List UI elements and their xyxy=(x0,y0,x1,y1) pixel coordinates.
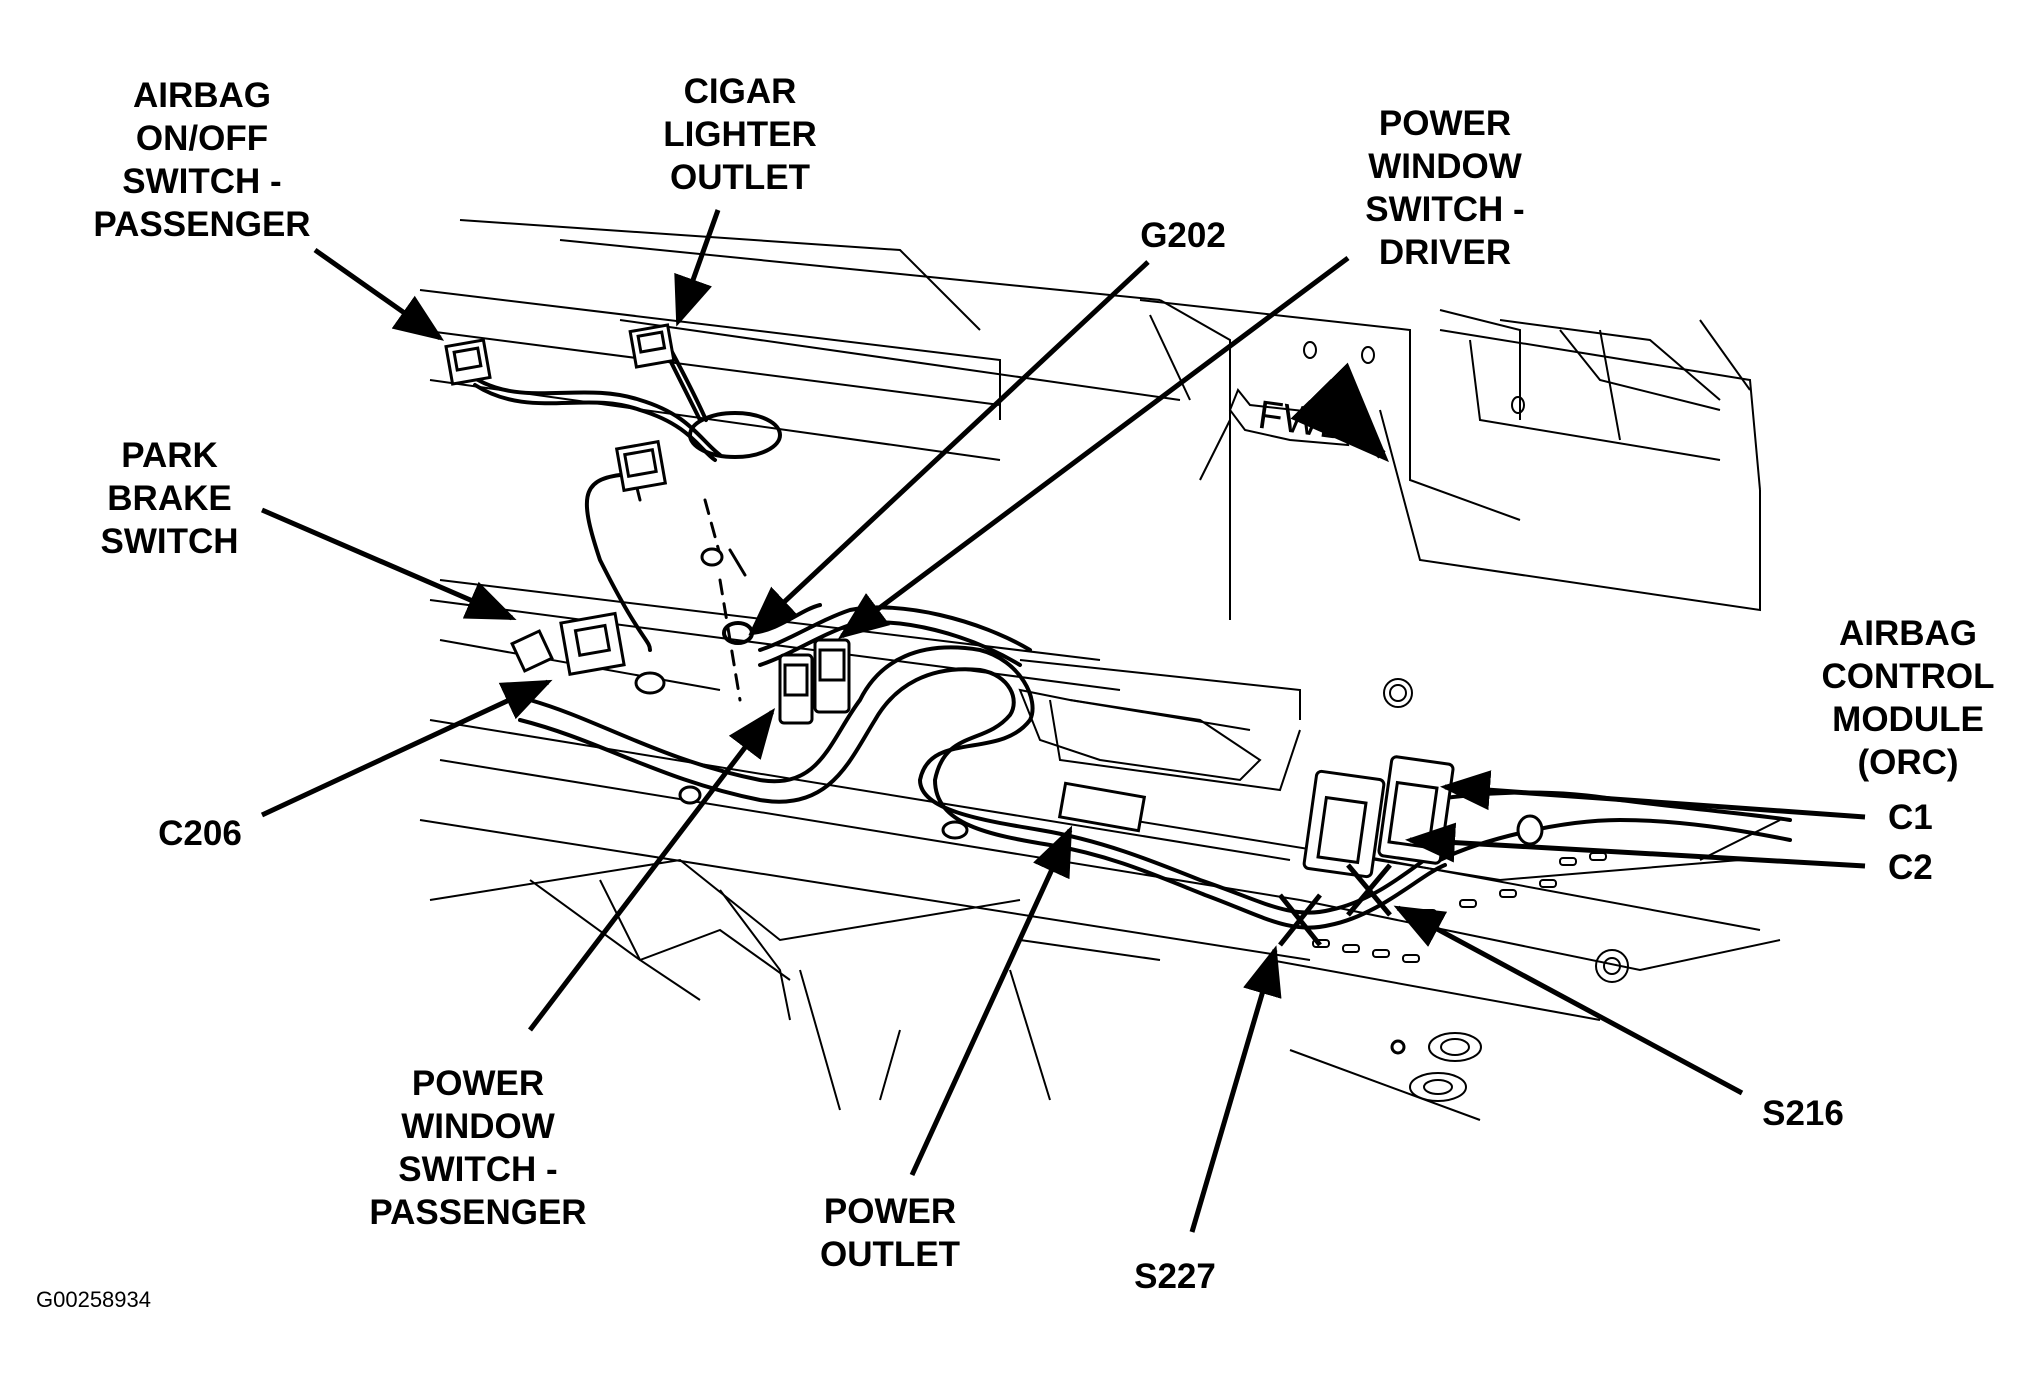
arrow-power-window-driver xyxy=(837,255,1350,639)
label-airbag-switch: AIRBAG ON/OFF SWITCH - PASSENGER xyxy=(93,76,311,244)
arrow-power-outlet xyxy=(909,825,1073,1177)
label-c1: C1 xyxy=(1888,798,1933,837)
arrow-airbag-switch xyxy=(313,247,445,341)
label-s216: S216 xyxy=(1762,1094,1844,1133)
wiring-harness xyxy=(468,348,1792,930)
arrow-c2 xyxy=(1405,822,1866,869)
label-c2: C2 xyxy=(1888,848,1933,887)
vehicle-floor-lineart xyxy=(419,219,1781,1121)
arrow-park-brake xyxy=(261,507,517,621)
label-airbag-module: AIRBAG CONTROL MODULE (ORC) xyxy=(1821,614,1995,782)
label-s227: S227 xyxy=(1134,1257,1216,1296)
arrow-power-window-passenger xyxy=(528,708,776,1032)
connector-blocks xyxy=(444,323,1544,1055)
arrow-c1 xyxy=(1440,770,1866,820)
fwd-label: FWD xyxy=(1255,393,1351,449)
label-power-window-driver: POWER WINDOW SWITCH - DRIVER xyxy=(1365,104,1525,272)
label-c206: C206 xyxy=(158,814,242,853)
label-g202: G202 xyxy=(1140,216,1226,255)
arrow-g202 xyxy=(748,260,1150,636)
figure-id: G00258934 xyxy=(36,1287,151,1312)
splice-markers xyxy=(1278,863,1392,947)
label-power-window-passenger: POWER WINDOW SWITCH - PASSENGER xyxy=(369,1064,587,1232)
fwd-arrow xyxy=(1290,362,1389,463)
arrow-s216 xyxy=(1393,905,1744,1096)
arrow-c206 xyxy=(260,679,553,818)
label-power-outlet: POWER OUTLET xyxy=(820,1192,960,1274)
splice-s227-mark xyxy=(1278,893,1322,947)
splice-s216-mark xyxy=(1346,863,1392,917)
label-cigar-lighter: CIGAR LIGHTER OUTLET xyxy=(663,72,817,197)
arrow-s227 xyxy=(1189,945,1282,1233)
label-park-brake: PARK BRAKE SWITCH xyxy=(100,436,239,561)
leader-arrows xyxy=(260,209,1866,1233)
arrow-cigar-lighter xyxy=(674,209,721,327)
